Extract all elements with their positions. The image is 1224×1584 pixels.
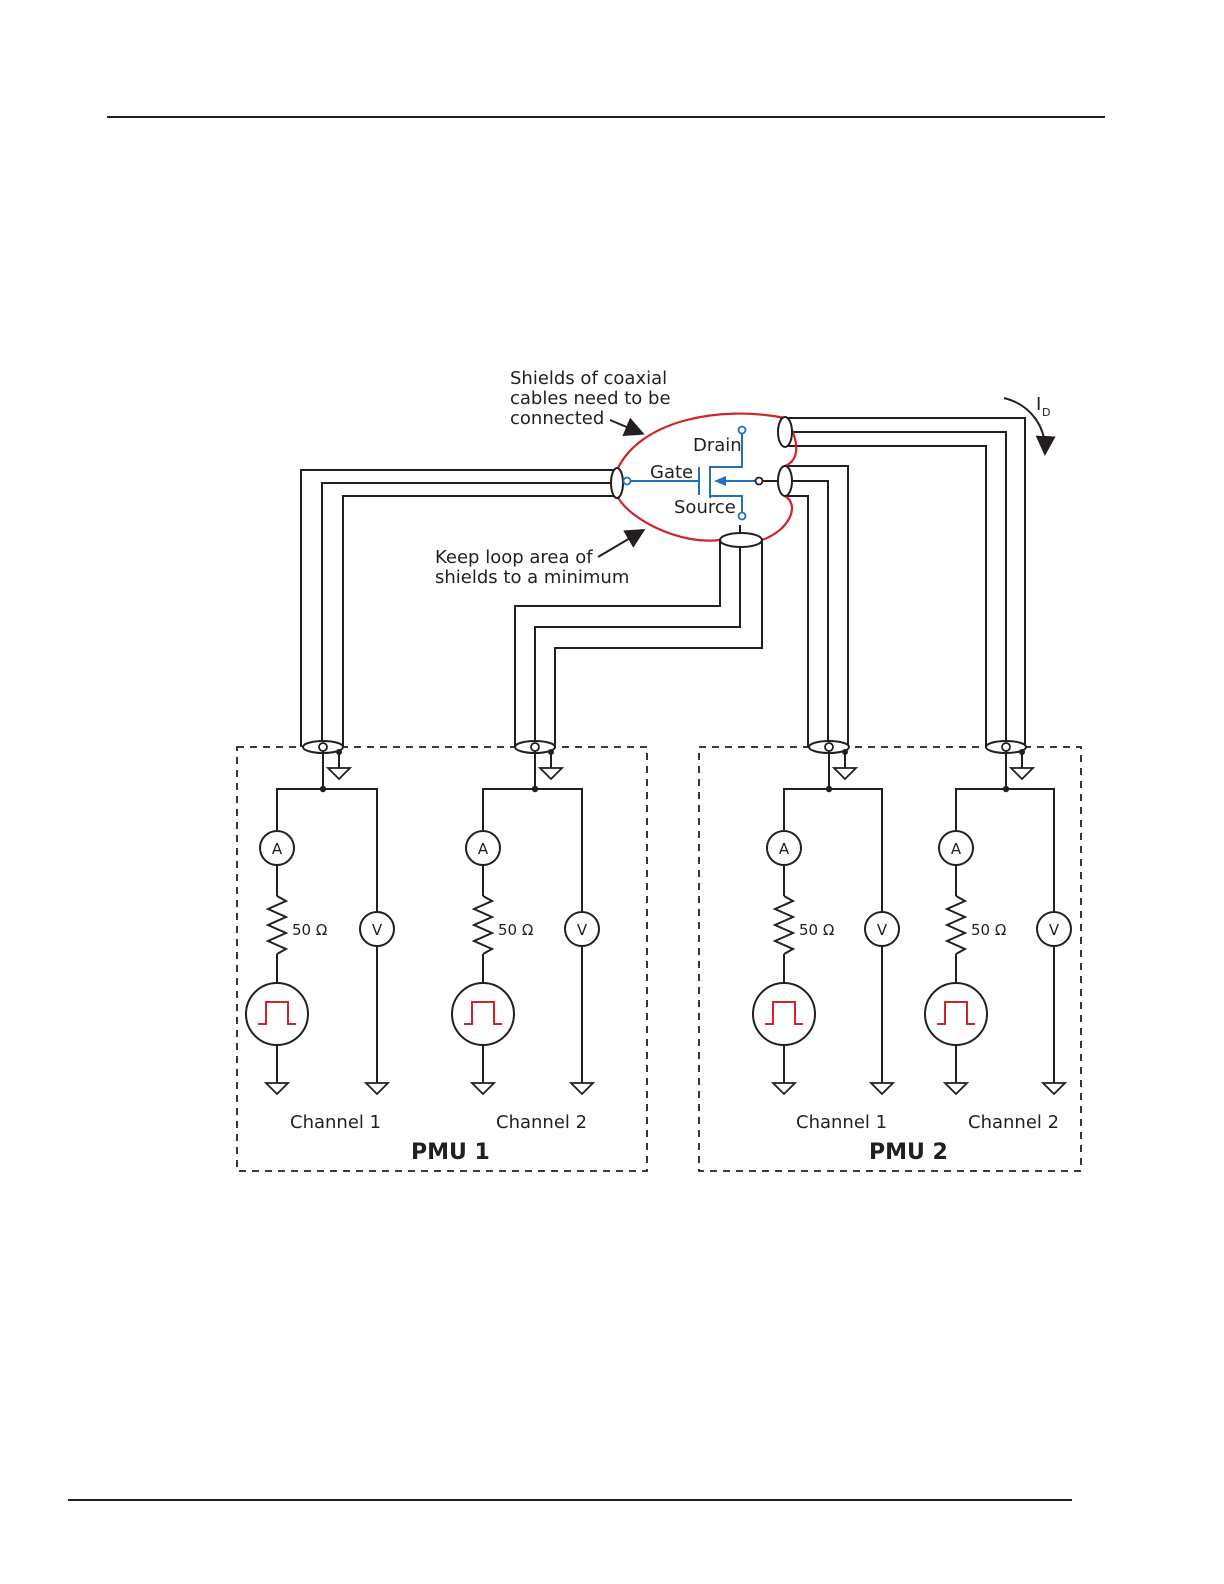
- pmu2-ch2-ammeter-label: A: [951, 840, 962, 858]
- loop-annotation-line1: Keep loop area of: [435, 547, 593, 568]
- drain-label: Drain: [693, 435, 742, 456]
- loop-arrow-icon: [598, 531, 642, 557]
- pmu1-ch2-resistor-label: 50 Ω: [498, 921, 533, 939]
- shields-annotation-line3: connected: [510, 408, 604, 429]
- pmu1-ch1-ammeter-label: A: [272, 840, 283, 858]
- pmu1-ch2-pulse-source: [452, 983, 514, 1045]
- shields-annotation-line2: cables need to be: [510, 388, 671, 409]
- pmu2-ch1-meter-ground-icon: [871, 1083, 893, 1094]
- pmu2-ch1-pulse-source: [753, 983, 815, 1045]
- pmu1-title: PMU 1: [411, 1140, 490, 1165]
- pmu2-ch1-connector-pin: [825, 743, 833, 751]
- pmu2-ch2-voltmeter-label: V: [1049, 921, 1060, 939]
- pmu2-ch2-resistor-label: 50 Ω: [971, 921, 1006, 939]
- pmu2-ch2-source-ground-icon: [945, 1083, 967, 1094]
- pmu1-ch2-pulse-icon: [464, 1002, 502, 1024]
- pmu1-ch1-resistor-label: 50 Ω: [292, 921, 327, 939]
- pmu1-ch2-meter-ground-icon: [571, 1083, 593, 1094]
- pmu2-title: PMU 2: [869, 1140, 948, 1165]
- source-terminal: [739, 513, 746, 520]
- pmu2-ch2-circuit: A 50 Ω V: [925, 741, 1071, 1094]
- pmu1-ch1-voltmeter-label: V: [372, 921, 383, 939]
- pmu1-ch1-pulse-icon: [258, 1002, 296, 1024]
- source-shield-ellipse: [720, 533, 762, 547]
- pmu2-channel1-label: Channel 1: [796, 1112, 887, 1133]
- shield-loop: [617, 414, 796, 541]
- pmu2-ch2-pulse-source: [925, 983, 987, 1045]
- pmu2-ch2-meter-ground-icon: [1043, 1083, 1065, 1094]
- pmu1-ch1-connector-pin: [319, 743, 327, 751]
- pmu1-ch2-shield-ground-icon: [540, 768, 562, 779]
- drain-coax-cable: [780, 418, 1025, 747]
- pmu1-ch2-resistor: [474, 896, 492, 954]
- gate-label: Gate: [650, 462, 693, 483]
- mosfet-arrow-icon: [714, 476, 726, 486]
- pmu1-ch2-connector-pin: [531, 743, 539, 751]
- pmu2-ch1-resistor: [775, 896, 793, 954]
- drain-current-symbol: I: [1036, 394, 1041, 415]
- gate2-coax-cable: [785, 466, 848, 747]
- pmu1-ch2-ammeter-label: A: [478, 840, 489, 858]
- pmu1-ch2-circuit: A 50 Ω V: [452, 741, 599, 1094]
- pmu2-ch2-resistor: [947, 896, 965, 954]
- pmu2-ch1-voltmeter-label: V: [877, 921, 888, 939]
- drain-shield-ellipse: [778, 417, 792, 447]
- pmu1-ch1-shield-ground-icon: [328, 768, 350, 779]
- gate-shield-ellipse: [611, 468, 623, 498]
- body-shield-ellipse: [778, 466, 792, 496]
- pmu2-ch1-shield-ground-icon: [834, 768, 856, 779]
- pmu2-ch1-pulse-icon: [765, 1002, 803, 1024]
- pmu2-ch2-shield-ground-icon: [1011, 768, 1033, 779]
- drain-terminal: [739, 427, 746, 434]
- pmu1-ch1-resistor: [268, 896, 286, 954]
- pmu2-ch2-connector-pin: [1002, 743, 1010, 751]
- pmu1-ch1-source-ground-icon: [266, 1083, 288, 1094]
- pmu2-enclosure: [699, 747, 1081, 1171]
- pmu2-ch1-resistor-label: 50 Ω: [799, 921, 834, 939]
- body-terminal: [756, 478, 763, 485]
- pmu2-ch1-ammeter-label: A: [779, 840, 790, 858]
- pmu1-channel1-label: Channel 1: [290, 1112, 381, 1133]
- pmu1-enclosure: [237, 747, 647, 1171]
- pmu2-ch1-circuit: A 50 Ω V: [753, 741, 899, 1094]
- pmu1-ch2-voltmeter-label: V: [577, 921, 588, 939]
- pmu1-channel2-label: Channel 2: [496, 1112, 587, 1133]
- pmu1-ch1-meter-ground-icon: [366, 1083, 388, 1094]
- pmu2-ch1-source-ground-icon: [773, 1083, 795, 1094]
- gate-coax-cable: [301, 470, 617, 747]
- gate-terminal: [624, 478, 631, 485]
- pmu1-ch2-source-ground-icon: [472, 1083, 494, 1094]
- pmu1-ch1-circuit: A 50 Ω V: [246, 741, 394, 1094]
- pmu1-ch1-pulse-source: [246, 983, 308, 1045]
- pmu2-channel2-label: Channel 2: [968, 1112, 1059, 1133]
- pmu2-ch2-pulse-icon: [937, 1002, 975, 1024]
- shields-arrow-icon: [610, 420, 641, 433]
- shields-annotation-line1: Shields of coaxial: [510, 368, 667, 389]
- loop-annotation-line2: shields to a minimum: [435, 567, 629, 588]
- source-label: Source: [674, 497, 736, 518]
- drain-current-subscript: D: [1042, 406, 1050, 419]
